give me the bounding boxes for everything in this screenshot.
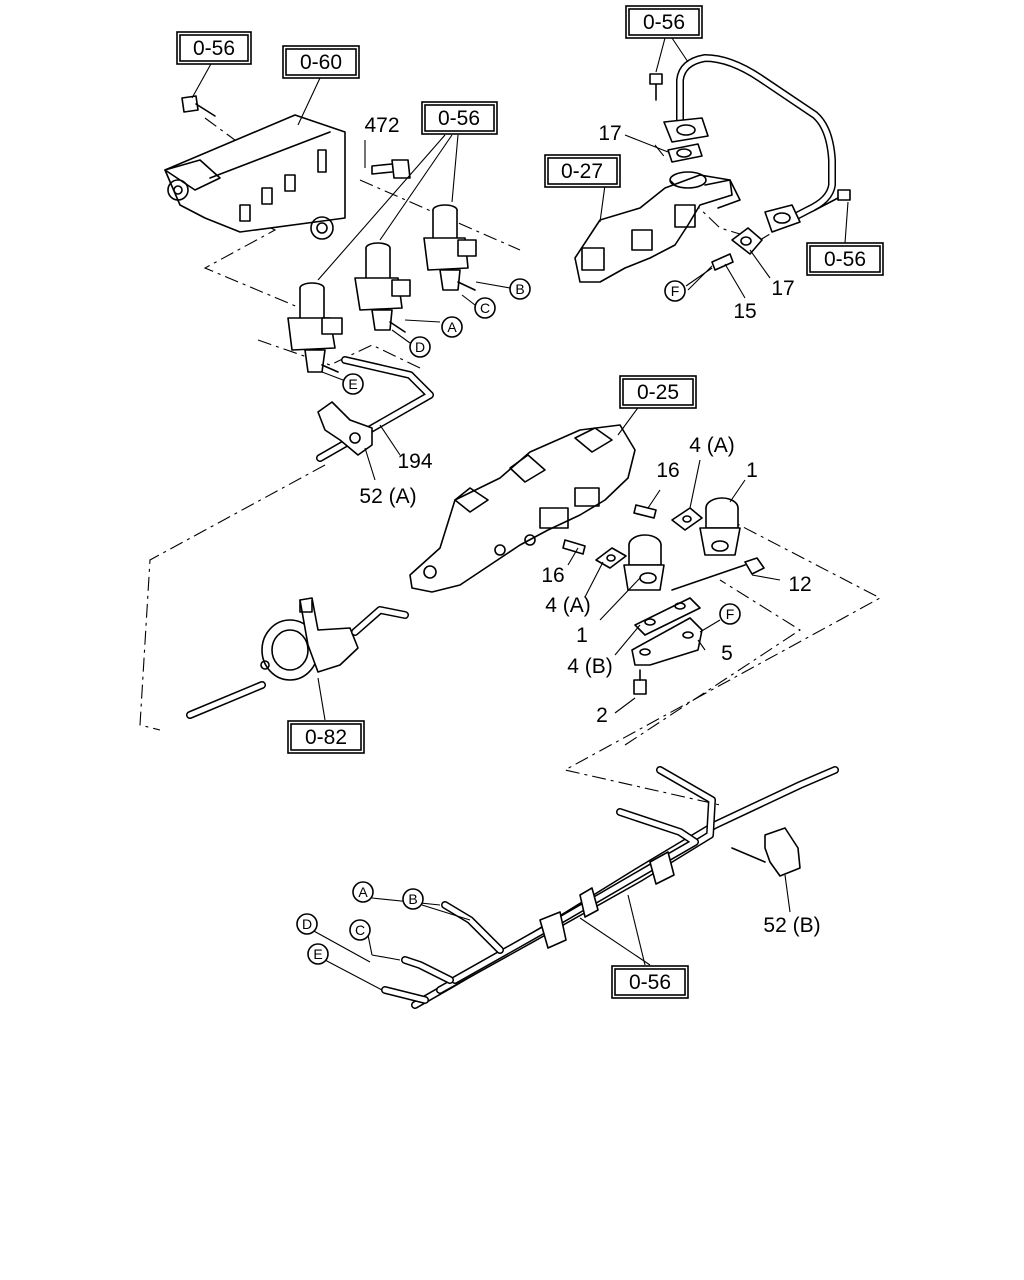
svg-text:0-56: 0-56 xyxy=(824,248,866,271)
svg-text:0-56: 0-56 xyxy=(643,11,685,34)
ref-box-0-56-bottom: 0-56 xyxy=(611,965,689,999)
marker-b-solenoid: B xyxy=(475,278,531,300)
marker-e-solenoid: E xyxy=(321,371,364,395)
marker-f-mid: F xyxy=(699,603,741,633)
marker-a-hose: A xyxy=(352,881,441,906)
solenoid-bracket xyxy=(164,114,346,240)
stud-16-upper xyxy=(633,504,657,519)
svg-text:0-82: 0-82 xyxy=(305,726,347,749)
svg-text:B: B xyxy=(408,891,417,907)
egr-valve-lower xyxy=(623,534,665,591)
stud-15 xyxy=(711,253,734,271)
marker-e-hose: E xyxy=(307,943,383,991)
leader-lines xyxy=(191,37,849,966)
solenoid-valve-1 xyxy=(287,282,343,373)
solenoid-valve-3 xyxy=(423,204,477,291)
svg-text:0-27: 0-27 xyxy=(561,160,603,183)
gasket-17-top xyxy=(667,143,703,163)
marker-c-solenoid: C xyxy=(461,294,496,319)
stud-16-lower xyxy=(562,539,586,555)
label-4a-low: 4 (A) xyxy=(545,594,591,617)
vacuum-actuator xyxy=(186,597,409,719)
svg-text:0-25: 0-25 xyxy=(637,381,679,404)
label-2: 2 xyxy=(596,704,608,727)
label-472: 472 xyxy=(364,114,399,137)
svg-text:C: C xyxy=(355,922,365,938)
svg-text:E: E xyxy=(348,376,357,392)
label-12: 12 xyxy=(788,573,811,596)
svg-text:B: B xyxy=(515,281,524,297)
svg-text:D: D xyxy=(302,916,312,932)
ref-box-0-56-top-left: 0-56 xyxy=(176,31,252,65)
part-labels: 472 17 17 15 194 52 (A) 4 (A) 1 16 12 16… xyxy=(359,114,820,937)
label-16-low: 16 xyxy=(541,564,564,587)
gasket-4a-lower xyxy=(595,547,627,569)
connection-markers: A B C D E F F A B C D E xyxy=(296,267,741,991)
exhaust-manifold-middle xyxy=(409,424,636,593)
bolt-top-right xyxy=(649,73,663,101)
label-17-top: 17 xyxy=(598,122,621,145)
egr-valve-upper xyxy=(699,497,741,556)
label-1-low: 1 xyxy=(576,624,588,647)
marker-d-hose: D xyxy=(296,913,371,963)
svg-text:E: E xyxy=(313,946,322,962)
label-16-top: 16 xyxy=(656,459,679,482)
bolt-2 xyxy=(633,669,647,695)
label-15: 15 xyxy=(733,300,756,323)
label-5: 5 xyxy=(721,642,733,665)
bolt-472 xyxy=(371,159,411,179)
hose-194 xyxy=(316,356,434,462)
marker-b-hose: B xyxy=(402,888,471,921)
svg-text:0-56: 0-56 xyxy=(438,107,480,130)
egr-pipe xyxy=(663,54,836,233)
svg-text:0-60: 0-60 xyxy=(300,51,342,74)
marker-f-top: F xyxy=(664,267,713,302)
ref-box-0-56-top: 0-56 xyxy=(625,5,703,39)
marker-a-solenoid: A xyxy=(404,316,463,338)
nut-12 xyxy=(671,557,765,591)
label-4b: 4 (B) xyxy=(567,655,613,678)
bolt-right xyxy=(814,189,851,211)
label-52a: 52 (A) xyxy=(359,485,416,508)
ref-box-0-56-solenoids: 0-56 xyxy=(421,101,498,135)
label-1-top: 1 xyxy=(746,459,758,482)
ref-box-0-27: 0-27 xyxy=(544,154,621,188)
ref-box-0-56-right: 0-56 xyxy=(806,242,884,276)
adapter-5 xyxy=(631,617,703,666)
svg-text:0-56: 0-56 xyxy=(629,971,671,994)
clip-52a xyxy=(317,401,373,456)
label-17-side: 17 xyxy=(771,277,794,300)
svg-text:C: C xyxy=(480,300,490,316)
gasket-17-side xyxy=(731,227,763,255)
svg-text:D: D xyxy=(415,339,425,355)
svg-text:A: A xyxy=(358,884,368,900)
marker-d-solenoid: D xyxy=(391,329,431,358)
label-194: 194 xyxy=(397,450,432,473)
ref-box-0-25: 0-25 xyxy=(619,375,697,409)
svg-text:F: F xyxy=(726,606,735,622)
vacuum-hose-bundle xyxy=(381,766,839,1009)
gasket-4b xyxy=(634,597,701,636)
solenoid-valve-2 xyxy=(354,242,411,333)
exhaust-manifold-upper xyxy=(574,171,741,283)
clip-52b xyxy=(731,827,801,877)
label-4a-top: 4 (A) xyxy=(689,434,735,457)
label-52b: 52 (B) xyxy=(763,914,820,937)
svg-text:0-56: 0-56 xyxy=(193,37,235,60)
bolt-top-left xyxy=(181,95,216,117)
ref-box-0-82: 0-82 xyxy=(287,720,365,754)
ref-box-0-60: 0-60 xyxy=(282,45,360,79)
gasket-4a-upper xyxy=(671,507,703,531)
svg-text:F: F xyxy=(671,283,680,299)
marker-c-hose: C xyxy=(349,919,401,961)
svg-text:A: A xyxy=(447,319,457,335)
